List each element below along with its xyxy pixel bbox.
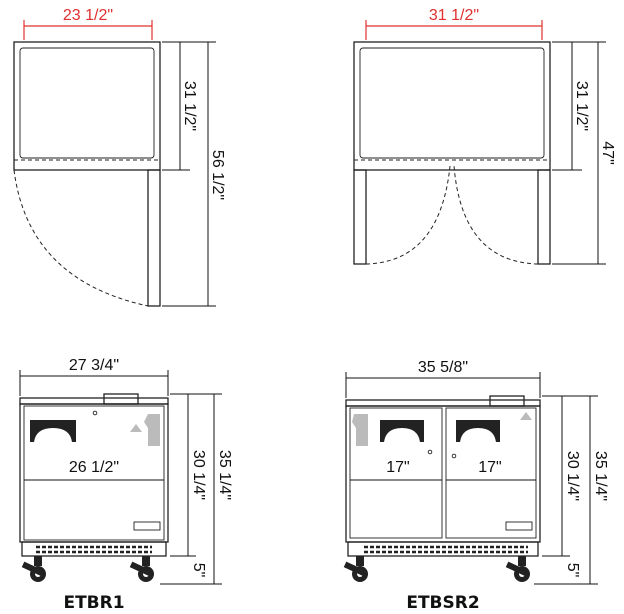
interior-width-label: 26 1/2" (69, 459, 119, 476)
left-door-swing-arc (365, 165, 451, 265)
top-view-double: 31 1/2" 31 1/2" 47" (353, 7, 616, 265)
right-lock-icon (451, 453, 457, 459)
cabinet-height-label: 31 1/2" (181, 81, 198, 131)
top-vent-plate (103, 393, 139, 405)
door-handle (30, 420, 76, 442)
top-vent-plate (489, 395, 525, 407)
right-door-handle (456, 420, 500, 442)
cabinet-outline (353, 41, 551, 171)
left-door (349, 407, 443, 539)
cabinet-height-label: 31 1/2" (573, 81, 590, 131)
caster-left (343, 556, 368, 582)
base-grille (347, 541, 539, 557)
model-name: ETBR1 (63, 593, 124, 613)
lock-icon (92, 410, 98, 416)
right-door-panel (537, 169, 551, 265)
caster-left (21, 556, 46, 582)
thermometer-label (144, 414, 160, 446)
door-swing-label: 47" (599, 141, 616, 164)
thermometer-label (352, 414, 368, 446)
overall-width-label: 27 3/4" (69, 357, 119, 374)
front-view-etbsr2: 35 5/8" 17" 17" (343, 359, 609, 613)
cabinet-outline (13, 41, 161, 171)
overall-height-label: 35 1/4" (216, 450, 233, 500)
right-door (445, 407, 537, 539)
right-door-width-label: 17" (478, 459, 501, 476)
caster-right (129, 556, 154, 582)
cabinet-height-label: 30 1/4" (564, 451, 581, 501)
right-door-swing-arc (453, 165, 539, 265)
warning-triangle-icon (130, 424, 142, 432)
door-panel (147, 169, 161, 307)
front-view-etbr1: 27 3/4" 26 1/2" (19, 357, 233, 613)
width-label: 23 1/2" (63, 7, 113, 24)
left-door-panel (353, 169, 367, 265)
top-view-single: 23 1/2" 31 1/2" 56 1/2" (13, 7, 226, 307)
brand-plate (505, 521, 533, 531)
door-swing-arc (13, 169, 149, 307)
left-lock-icon (427, 449, 433, 455)
brand-plate (133, 521, 161, 531)
warning-triangle-icon (520, 412, 532, 420)
overall-width-label: 35 5/8" (418, 359, 468, 376)
caster-right (505, 556, 530, 582)
overall-height-label: 35 1/4" (592, 451, 609, 501)
caster-height-label: 5" (564, 563, 581, 578)
door-swing-label: 56 1/2" (209, 150, 226, 200)
cabinet-height-label: 30 1/4" (190, 450, 207, 500)
model-name: ETBSR2 (406, 593, 479, 613)
width-label: 31 1/2" (429, 7, 479, 24)
door (23, 405, 165, 541)
left-door-handle (380, 420, 424, 442)
caster-height-label: 5" (190, 563, 207, 578)
base-grille (21, 541, 167, 557)
left-door-width-label: 17" (386, 459, 409, 476)
